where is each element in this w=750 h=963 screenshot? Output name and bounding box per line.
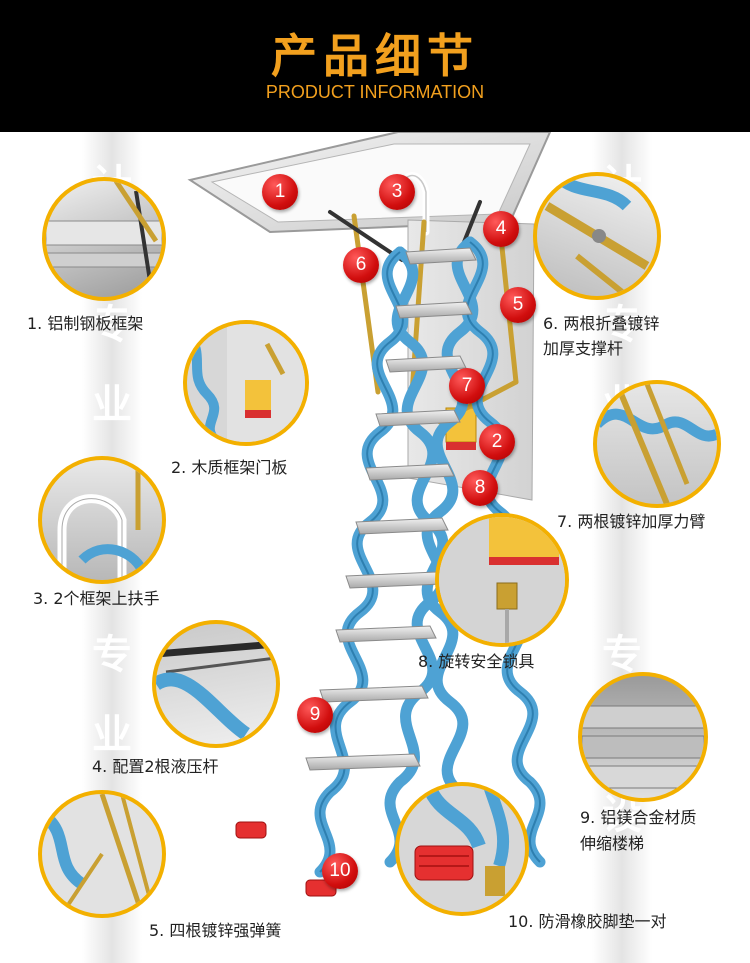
feature-caption-6-line1: 6. 两根折叠镀锌	[543, 314, 660, 333]
feature-caption-7: 7. 两根镀锌加厚力臂	[557, 512, 706, 531]
watermark-char: 专	[602, 302, 642, 348]
feature-caption-1: 1. 铝制钢板框架	[27, 314, 144, 333]
watermark-char: 业	[92, 712, 132, 758]
detail-photo-feet	[395, 782, 529, 916]
detail-photo-force-arms	[593, 380, 721, 508]
badge-7: 7	[449, 368, 485, 404]
feature-caption-4: 4. 配置2根液压杆	[92, 757, 219, 776]
feature-caption-5: 5. 四根镀锌强弹簧	[149, 921, 282, 940]
detail-photo-lock	[435, 513, 569, 647]
force-arm-image	[597, 384, 717, 504]
page-title: 产品细节	[271, 29, 479, 83]
watermark-char: 专	[92, 302, 132, 348]
badge-6: 6	[343, 247, 379, 283]
header-banner: 产品细节 PRODUCT INFORMATION	[0, 0, 750, 132]
badge-2: 2	[479, 424, 515, 460]
feature-caption-6-line2: 加厚支撑杆	[543, 339, 624, 358]
feature-caption-8: 8. 旋转安全锁具	[418, 652, 535, 671]
frame-corner-image	[46, 181, 162, 282]
badge-9: 9	[297, 697, 333, 733]
detail-photo-door	[183, 320, 309, 446]
page-subtitle: PRODUCT INFORMATION	[265, 82, 485, 102]
safety-lock-image	[439, 517, 565, 643]
detail-photo-alloy	[578, 672, 708, 802]
detail-photo-frame	[42, 177, 166, 301]
feature-caption-2: 2. 木质框架门板	[171, 458, 288, 477]
badge-10: 10	[322, 853, 358, 889]
alloy-step-image	[582, 705, 704, 789]
watermark-char: 专	[602, 632, 642, 678]
badge-8: 8	[462, 470, 498, 506]
feature-caption-10: 10. 防滑橡胶脚垫一对	[508, 912, 667, 931]
spring-image	[42, 794, 156, 914]
handrail-image	[57, 460, 147, 580]
badge-1: 1	[262, 174, 298, 210]
door-panel-image	[187, 324, 305, 442]
feature-caption-3: 3. 2个框架上扶手	[33, 589, 160, 608]
detail-photo-springs	[38, 790, 166, 918]
detail-photo-hydraulic	[152, 620, 280, 748]
badge-3: 3	[379, 174, 415, 210]
support-rod-image	[544, 176, 650, 296]
watermark-char: 专	[92, 632, 132, 678]
badge-4: 4	[483, 211, 519, 247]
badge-5: 5	[500, 287, 536, 323]
feature-caption-9-line2: 伸缩楼梯	[580, 834, 645, 853]
hydraulic-rod-image	[156, 640, 276, 740]
detail-photo-support-rods	[533, 172, 661, 300]
rubber-foot-image	[414, 786, 510, 896]
feature-caption-9-line1: 9. 铝镁合金材质	[580, 808, 697, 827]
detail-photo-handrail	[38, 456, 166, 584]
watermark-char: 业	[92, 382, 132, 428]
